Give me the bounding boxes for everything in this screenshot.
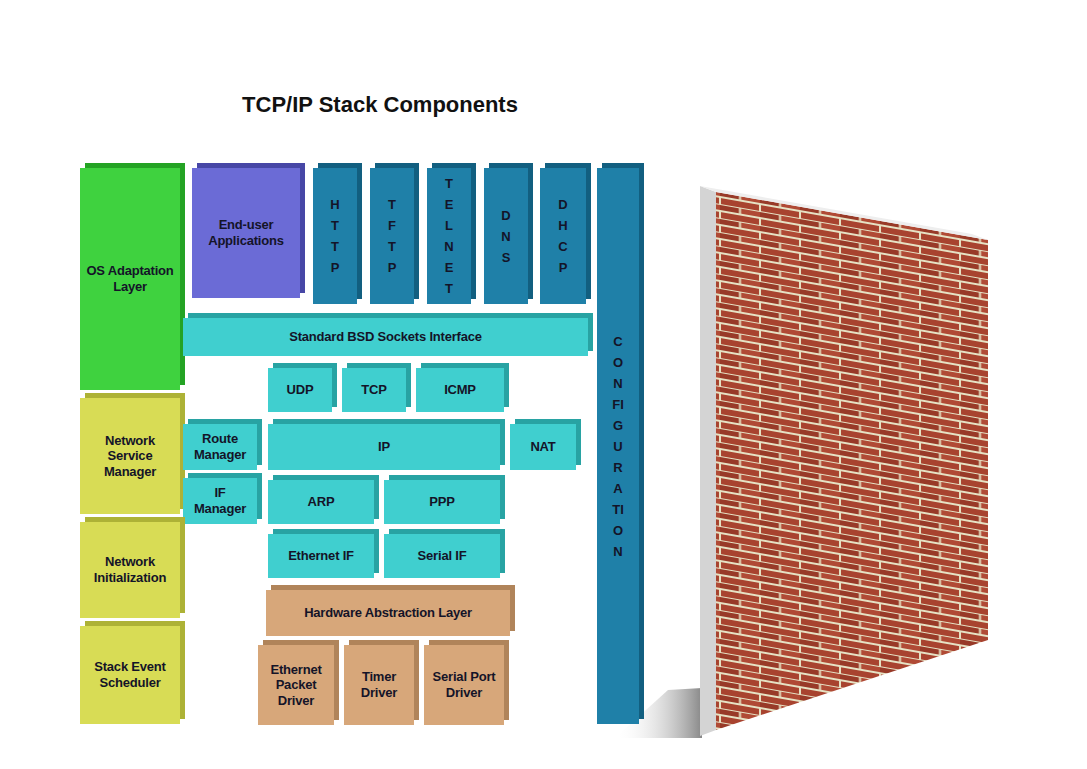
box-label: Serial Port Driver bbox=[428, 669, 500, 700]
box-label: Network Initialization bbox=[84, 554, 176, 585]
diagram-title: TCP/IP Stack Components bbox=[200, 92, 560, 118]
component-box: OS Adaptation Layer bbox=[80, 168, 180, 390]
box-label: ARP bbox=[308, 494, 335, 510]
component-box: Ethernet IF bbox=[268, 534, 374, 578]
box-label: TFTP bbox=[386, 194, 399, 278]
component-box: Hardware Abstraction Layer bbox=[266, 590, 510, 636]
box-label: PPP bbox=[429, 494, 454, 510]
box-label: Serial IF bbox=[418, 548, 467, 564]
component-box: ARP bbox=[268, 480, 374, 524]
component-box: Standard BSD Sockets Interface bbox=[183, 318, 588, 356]
box-label: IF Manager bbox=[187, 485, 253, 516]
component-box: Network Initialization bbox=[80, 522, 180, 618]
protocol-column: TFTP bbox=[370, 168, 414, 304]
box-label: CONFIGURATION bbox=[612, 331, 625, 562]
box-label: UDP bbox=[287, 382, 314, 398]
protocol-column: DHCP bbox=[540, 168, 586, 304]
component-box: IF Manager bbox=[183, 478, 257, 524]
box-label: IP bbox=[378, 439, 390, 455]
box-label: DHCP bbox=[557, 194, 570, 278]
box-label: TELNET bbox=[443, 173, 456, 299]
protocol-column: CONFIGURATION bbox=[597, 168, 639, 724]
box-label: Stack Event Scheduler bbox=[84, 659, 176, 690]
box-label: Ethernet Packet Driver bbox=[262, 662, 330, 709]
component-box: ICMP bbox=[416, 368, 504, 412]
box-label: Timer Driver bbox=[348, 669, 410, 700]
component-box: Serial Port Driver bbox=[424, 645, 504, 725]
box-label: Standard BSD Sockets Interface bbox=[289, 329, 482, 345]
box-label: Hardware Abstraction Layer bbox=[304, 605, 472, 621]
component-box: Ethernet Packet Driver bbox=[258, 645, 334, 725]
box-label: ICMP bbox=[444, 382, 476, 398]
component-box: NAT bbox=[510, 424, 576, 470]
component-box: PPP bbox=[384, 480, 500, 524]
box-label: TCP bbox=[361, 382, 386, 398]
component-box: TCP bbox=[342, 368, 406, 412]
component-box: IP bbox=[268, 424, 500, 470]
wall-top bbox=[700, 186, 988, 240]
component-box: Stack Event Scheduler bbox=[80, 626, 180, 724]
component-box: UDP bbox=[268, 368, 332, 412]
component-box: End-user Applications bbox=[192, 168, 300, 298]
wall-edge bbox=[700, 186, 716, 736]
box-label: End-user Applications bbox=[196, 217, 296, 248]
protocol-column: HTTP bbox=[313, 168, 357, 304]
box-label: HTTP bbox=[329, 194, 342, 278]
protocol-column: TELNET bbox=[427, 168, 471, 304]
box-label: Ethernet IF bbox=[288, 548, 354, 564]
box-label: Network Service Manager bbox=[84, 433, 176, 480]
protocol-column: DNS bbox=[484, 168, 528, 304]
component-box: Timer Driver bbox=[344, 645, 414, 725]
box-label: NAT bbox=[530, 439, 555, 455]
component-box: Network Service Manager bbox=[80, 398, 180, 514]
component-box: Route Manager bbox=[183, 424, 257, 470]
brick-face bbox=[716, 192, 988, 730]
box-label: DNS bbox=[500, 205, 513, 268]
component-box: Serial IF bbox=[384, 534, 500, 578]
box-label: Route Manager bbox=[187, 431, 253, 462]
box-label: OS Adaptation Layer bbox=[84, 263, 176, 294]
